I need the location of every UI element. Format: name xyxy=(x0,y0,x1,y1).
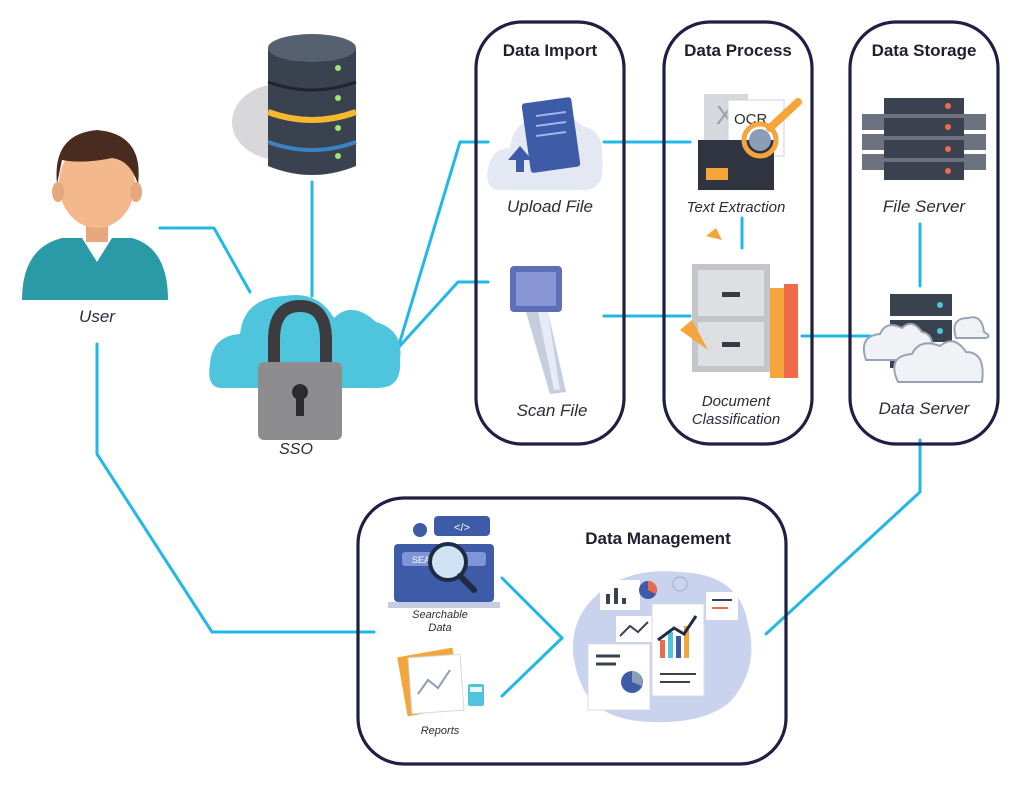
reports-icon xyxy=(397,647,484,717)
file-server-icon xyxy=(862,98,986,180)
connector-sso-upload xyxy=(396,140,490,350)
upload-file-icon xyxy=(487,97,603,190)
document-classification-icon xyxy=(680,228,798,378)
scan-file-label: Scan File xyxy=(517,401,588,420)
connector-dataserver-management xyxy=(764,438,922,636)
connector-user-management xyxy=(95,342,376,634)
upload-file-label: Upload File xyxy=(507,197,593,216)
searchable-data-label-line2: Data xyxy=(428,622,451,634)
scan-file-icon xyxy=(510,266,566,394)
file-server-label: File Server xyxy=(883,197,967,216)
searchable-data-label-line1: Searchable xyxy=(412,609,468,621)
connector-user-sso xyxy=(158,226,252,294)
user-icon xyxy=(22,130,168,300)
reports-label: Reports xyxy=(421,725,460,737)
panel-data-process xyxy=(662,20,814,446)
panel-data-management xyxy=(356,496,788,766)
connectors xyxy=(95,140,922,698)
data-server-label: Data Server xyxy=(879,399,971,418)
document-classification-label-line1: Document xyxy=(702,393,771,410)
connector-reports-dashboard xyxy=(500,636,564,698)
user-label: User xyxy=(79,307,116,326)
connector-search-dashboard xyxy=(500,576,564,640)
group-title-management: Data Management xyxy=(585,529,731,548)
group-title-storage: Data Storage xyxy=(872,41,977,60)
data-management-dashboard-icon xyxy=(572,571,752,723)
sso-label: SSO xyxy=(279,441,313,458)
connector-sso-scan xyxy=(396,280,490,350)
database-icon xyxy=(232,34,358,175)
ocr-text-extraction-icon: X OCR xyxy=(698,94,802,190)
code-tag-text: </> xyxy=(454,522,470,534)
searchable-data-icon: </> SEARCH xyxy=(388,516,500,608)
group-title-import: Data Import xyxy=(503,41,598,60)
panel-data-storage xyxy=(848,20,1000,446)
group-title-process: Data Process xyxy=(684,41,792,60)
panel-data-import xyxy=(474,20,626,446)
document-classification-label-line2: Classification xyxy=(692,411,780,428)
sso-cloud-lock-icon xyxy=(209,294,401,440)
text-extraction-label: Text Extraction xyxy=(687,199,786,216)
data-server-icon xyxy=(862,294,990,383)
